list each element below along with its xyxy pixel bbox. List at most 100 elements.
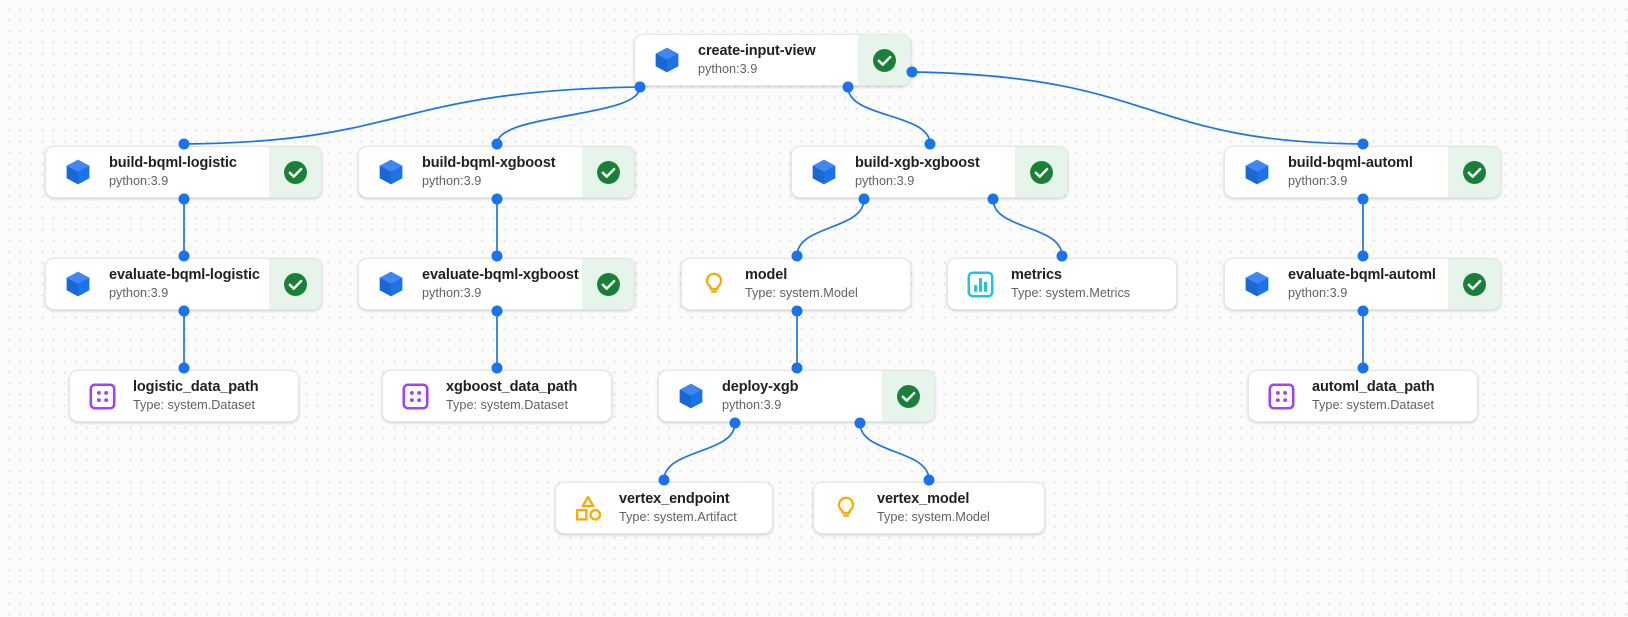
node-subtitle: Type: system.Dataset: [133, 398, 255, 412]
edge-endpoint-target: [658, 474, 670, 486]
lightbulb-icon: [837, 496, 855, 517]
cube-icon: [1242, 269, 1272, 299]
check-circle-icon: [283, 272, 307, 296]
cube-icon: [812, 159, 836, 185]
cube-icon: [652, 45, 682, 75]
edge-endpoint-target: [178, 362, 190, 374]
status-badge[interactable]: [1448, 147, 1500, 197]
edge-endpoint-target: [1357, 138, 1369, 150]
edge-endpoint-target: [491, 138, 503, 150]
edge-create-input-view-to-build-bqml-xgboost: [496, 86, 641, 145]
status-badge[interactable]: [269, 147, 321, 197]
edge-endpoint-source: [906, 66, 918, 78]
dataset-icon: [1268, 383, 1294, 409]
edge-endpoint-source: [729, 417, 741, 429]
node-subtitle: python:3.9: [722, 398, 782, 412]
dataset-icon: [89, 383, 115, 409]
edge-deploy-xgb-to-vertex_endpoint: [663, 422, 736, 481]
node-title: build-bqml-xgboost: [422, 155, 556, 171]
check-circle-icon: [1462, 272, 1486, 296]
lightbulb-icon: [705, 272, 723, 293]
edge-endpoint-target: [924, 138, 936, 150]
node-title: evaluate-bqml-logistic: [109, 267, 260, 283]
edge-endpoint-source: [842, 81, 854, 93]
check-circle-icon: [596, 272, 620, 296]
check-circle-icon: [896, 384, 920, 408]
cube-icon: [66, 271, 90, 297]
cube-icon: [379, 271, 403, 297]
status-badge[interactable]: [882, 371, 934, 421]
edge-endpoint-source: [987, 193, 999, 205]
status-badge[interactable]: [582, 147, 634, 197]
edge-endpoint-target: [1357, 250, 1369, 262]
edge-build-xgb-xgboost-to-metrics: [992, 198, 1063, 257]
edge-endpoint-target: [178, 138, 190, 150]
lightbulb-icon: [699, 269, 729, 299]
cube-icon: [66, 159, 90, 185]
node-subtitle: python:3.9: [855, 174, 915, 188]
bar-chart-icon: [965, 269, 995, 299]
dataset-icon: [1266, 381, 1296, 411]
dag-node-create-input-view[interactable]: create-input-view python:3.9: [634, 34, 911, 86]
node-title: create-input-view: [698, 43, 816, 59]
status-badge[interactable]: [1448, 259, 1500, 309]
status-badge[interactable]: [269, 259, 321, 309]
status-badge[interactable]: [582, 259, 634, 309]
check-circle-icon: [1462, 160, 1486, 184]
edge-create-input-view-to-build-xgb-xgboost: [847, 86, 931, 145]
edge-endpoint-target: [791, 362, 803, 374]
node-subtitle: python:3.9: [1288, 174, 1348, 188]
shapes-icon: [573, 493, 603, 523]
edge-endpoint-target: [791, 250, 803, 262]
edge-endpoint-target: [923, 474, 935, 486]
edge-endpoint-source: [178, 193, 190, 205]
node-title: metrics: [1011, 267, 1062, 283]
node-subtitle: Type: system.Model: [745, 286, 858, 300]
cube-icon: [1242, 157, 1272, 187]
bar-chart-icon: [967, 271, 993, 297]
status-badge[interactable]: [1015, 147, 1067, 197]
node-text: deploy-xgb python:3.9: [722, 378, 798, 414]
node-body: deploy-xgb python:3.9: [659, 371, 882, 421]
status-badge[interactable]: [858, 35, 910, 85]
node-subtitle: Type: system.Dataset: [446, 398, 568, 412]
edge-build-xgb-xgboost-to-model: [796, 198, 865, 257]
dag-node-deploy-xgb[interactable]: deploy-xgb python:3.9: [658, 370, 935, 422]
node-subtitle: python:3.9: [698, 62, 758, 76]
node-title: xgboost_data_path: [446, 379, 578, 395]
edge-endpoint-source: [1357, 193, 1369, 205]
node-title: logistic_data_path: [133, 379, 259, 395]
cube-icon: [376, 269, 406, 299]
node-title: deploy-xgb: [722, 379, 799, 395]
